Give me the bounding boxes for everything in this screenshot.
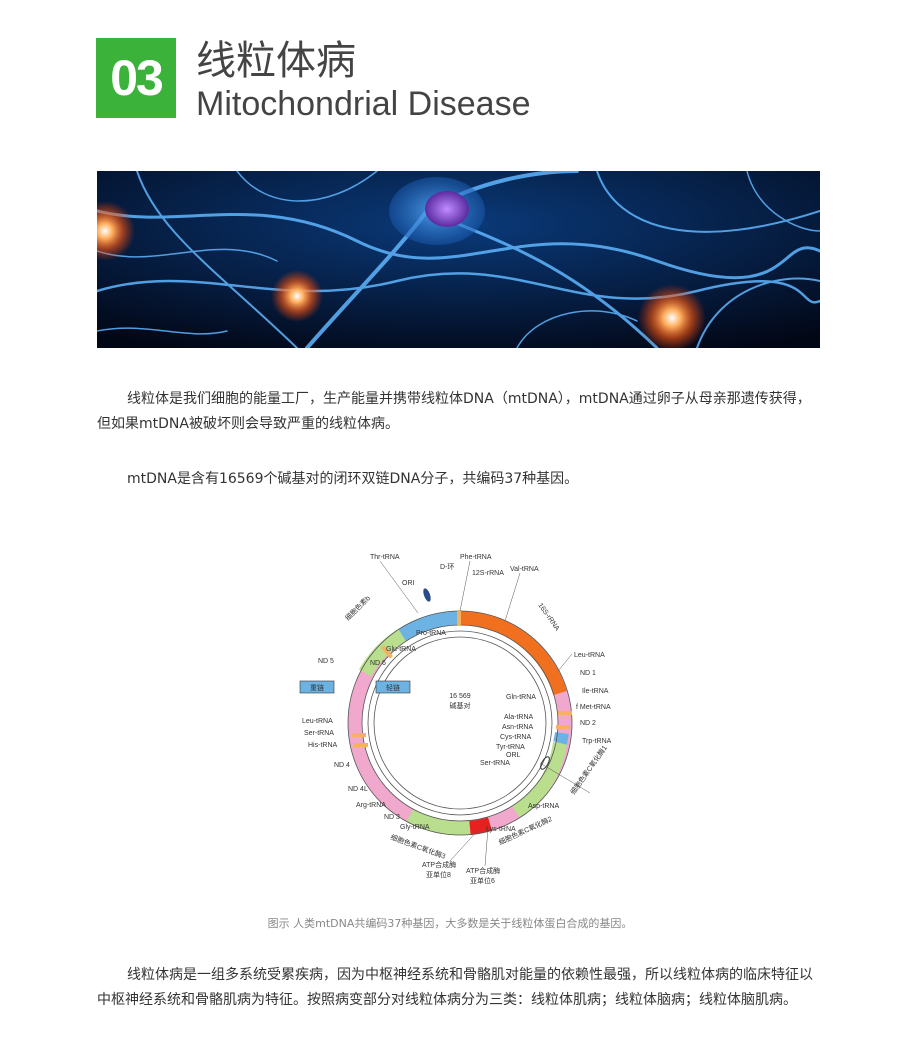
gene-label: 亚单位6	[470, 876, 495, 885]
figure-caption: 图示 人类mtDNA共编码37种基因，大多数是关于线粒体蛋白合成的基因。	[267, 917, 633, 930]
gene-label: Glu-tRNA	[386, 646, 416, 653]
gene-label: Asp-tRNA	[528, 803, 559, 810]
gene-label: ATP合成酶	[466, 866, 500, 875]
neuron-banner-image	[97, 171, 820, 348]
gene-label: Lys-tRNA	[486, 826, 516, 833]
mtdna-gene-map-diagram: 16 569 碱基对 重链 轻链 Thr-tRNA Phe-tRNA D-环 1…	[290, 543, 630, 893]
paragraph-mitochondria-intro: 线粒体是我们细胞的能量工厂，生产能量并携带线粒体DNA（mtDNA），mtDNA…	[97, 391, 811, 432]
gene-label: ND 2	[580, 720, 596, 727]
gene-label: Asn-tRNA	[502, 724, 533, 731]
gene-label: Val-tRNA	[510, 566, 539, 573]
gene-label: Thr-tRNA	[370, 554, 400, 561]
paragraph-disease-classification: 线粒体病是一组多系统受累疾病，因为中枢神经系统和骨骼肌对能量的依赖性最强，所以线…	[97, 967, 813, 1008]
gene-label: ND 4L	[348, 786, 368, 793]
gene-label: Trp-tRNA	[582, 738, 612, 745]
gene-label: His-tRNA	[308, 742, 337, 749]
gene-label: Ser-tRNA	[304, 730, 334, 737]
center-bp-count: 16 569	[449, 693, 471, 700]
page-subtitle: Mitochondrial Disease	[196, 85, 531, 123]
gene-label: 12S-rRNA	[472, 570, 504, 577]
gene-label: 细胞色素C氧化酶3	[389, 832, 447, 860]
gene-label: 细胞色素C氧化酶1	[568, 743, 609, 796]
page-title: 线粒体病	[196, 38, 356, 84]
gene-label: Gln-tRNA	[506, 694, 536, 701]
gene-label: f Met-tRNA	[576, 704, 611, 711]
light-strand-label: 轻链	[386, 683, 400, 692]
gene-label: ATP合成酶	[422, 860, 456, 869]
gene-label: ND 3	[384, 814, 400, 821]
center-bp-unit: 碱基对	[450, 701, 471, 710]
heavy-strand-label: 重链	[310, 683, 324, 692]
gene-label: Ile-tRNA	[582, 688, 609, 695]
section-number-badge: 03	[96, 38, 176, 118]
gene-label: Gly-tRNA	[400, 824, 430, 831]
gene-label: Ser-tRNA	[480, 760, 510, 767]
paragraph-mtdna: mtDNA是含有16569个碱基对的闭环双链DNA分子，共编码37种基因。	[127, 471, 579, 487]
gene-label: Cys-tRNA	[500, 734, 531, 741]
gene-label: Leu-tRNA	[302, 718, 333, 725]
gene-label: 亚单位8	[426, 870, 451, 879]
gene-label: Arg-tRNA	[356, 802, 386, 809]
gene-label: ORL	[506, 752, 521, 759]
gene-label: ND 1	[580, 670, 596, 677]
gene-label: Phe-tRNA	[460, 554, 492, 561]
gene-label: Tyr-tRNA	[496, 744, 525, 751]
gene-label: Leu-tRNA	[574, 652, 605, 659]
gene-label: D-环	[440, 563, 454, 571]
gene-label: ND 5	[318, 658, 334, 665]
gene-label: 细胞色素b	[343, 593, 372, 622]
gene-label: Pro-tRNA	[416, 630, 446, 637]
gene-label: Ala-tRNA	[504, 714, 534, 721]
gene-label: 16S-rRNA	[536, 602, 560, 632]
gene-label: ND 6	[370, 660, 386, 667]
gene-label: ND 4	[334, 762, 350, 769]
gene-label: ORI	[402, 580, 415, 587]
